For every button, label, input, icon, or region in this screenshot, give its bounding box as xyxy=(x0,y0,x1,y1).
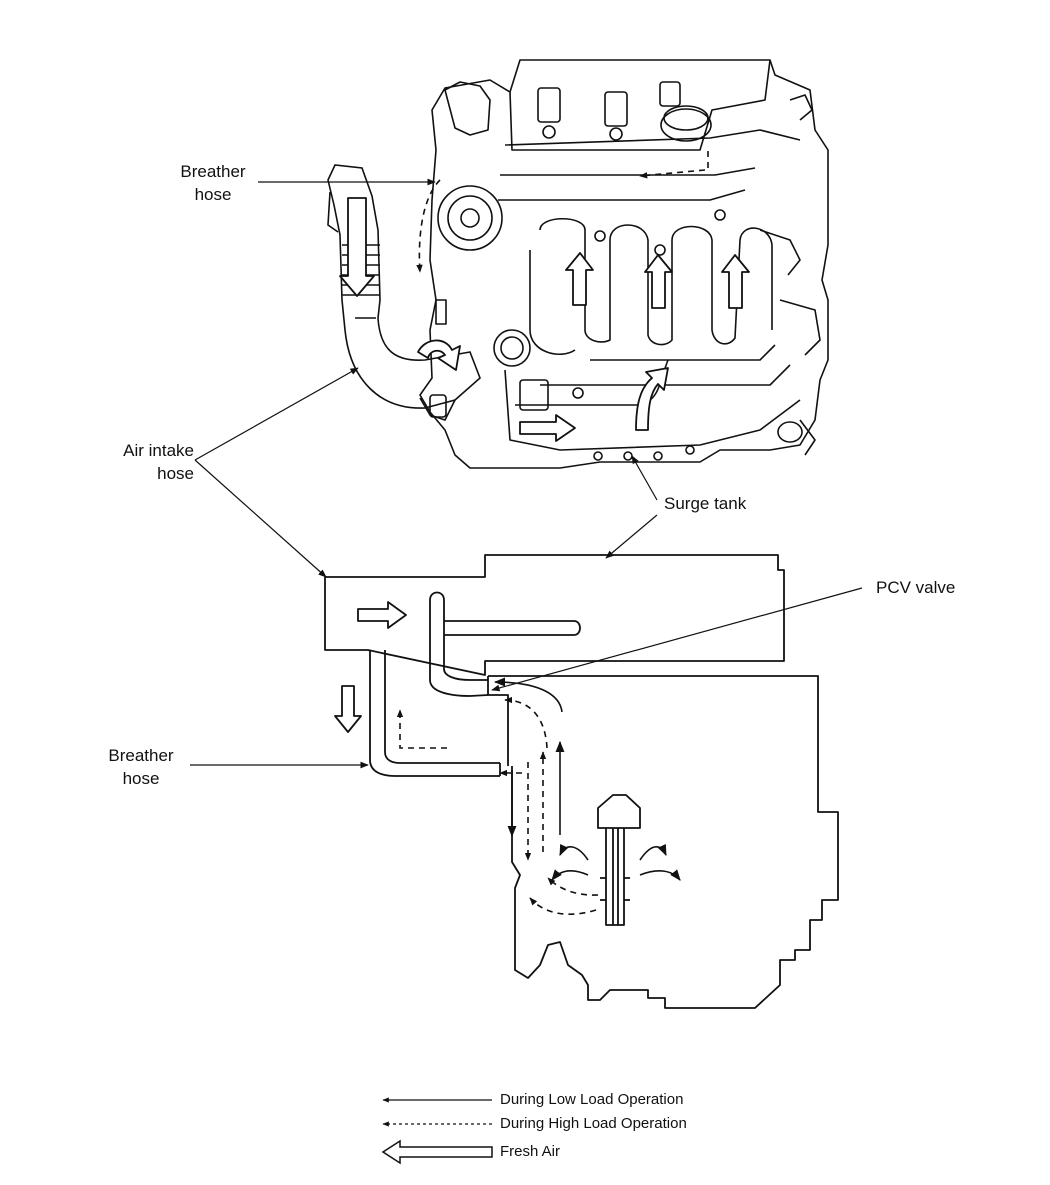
leader-lines xyxy=(190,178,863,769)
legend-text-fresh-air: Fresh Air xyxy=(500,1143,561,1160)
blow-by-dashed-arrows-top xyxy=(416,148,709,273)
label-air-intake-hose: Air intake hose xyxy=(123,441,194,483)
legend-symbols xyxy=(381,1097,493,1165)
legend-text-low-load: During Low Load Operation xyxy=(500,1091,684,1108)
fresh-air-arrows-top xyxy=(339,197,750,442)
fresh-air-arrows-schematic xyxy=(334,601,407,733)
label-surge-tank: Surge tank xyxy=(664,494,747,513)
schematic-outline xyxy=(324,554,839,1009)
low-load-flow-arrows xyxy=(493,677,681,881)
label-breather-hose-bottom: Breather hose xyxy=(108,746,174,788)
label-pcv-valve: PCV valve xyxy=(876,578,956,597)
legend-text-high-load: During High Load Operation xyxy=(500,1115,687,1132)
engine-illustration xyxy=(419,59,829,469)
high-load-flow-arrows xyxy=(396,696,599,916)
legend-hollow-arrow xyxy=(381,1139,493,1165)
label-breather-hose-top: Breather hose xyxy=(180,162,246,204)
